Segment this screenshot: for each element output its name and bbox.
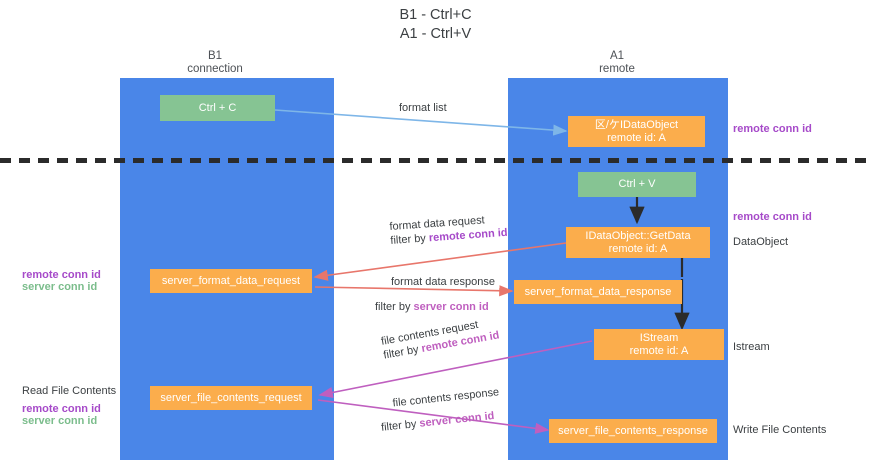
annotation-remote-conn-id-left-2: remote conn id <box>22 403 101 415</box>
edge-label-file-contents-response-group: file contents response filter by server … <box>378 385 502 434</box>
annotation-remote-conn-id-top: remote conn id <box>733 123 812 135</box>
edge-label-file-contents-request-group: file contents request filter by remote c… <box>380 315 500 363</box>
edge-label-format-data-response: format data response <box>391 276 495 288</box>
box-istream[interactable]: IStream remote id: A <box>594 329 724 360</box>
page-title: B1 - Ctrl+C A1 - Ctrl+V <box>399 7 472 42</box>
annotation-read-file-contents: Read File Contents <box>22 385 117 397</box>
filter-key-server-conn-id: server conn id <box>413 301 489 313</box>
box-idataobject[interactable]: 区/ケIDataObject remote id: A <box>568 116 705 147</box>
annotation-server-conn-id-left: server conn id <box>22 281 98 293</box>
box-idataobject-getdata[interactable]: IDataObject::GetData remote id: A <box>566 227 710 258</box>
edge-label-file-contents-response: file contents response <box>392 386 500 410</box>
edge-label-format-data-response-group: format data response filter by server co… <box>375 275 495 314</box>
filter-prefix: filter by <box>390 232 430 247</box>
box-ctrl-c[interactable]: Ctrl + C <box>160 95 275 121</box>
annotation-remote-conn-id-left: remote conn id <box>22 269 101 281</box>
box-server-format-data-response[interactable]: server_format_data_response <box>514 280 682 304</box>
edge-label-file-contents-response-filter: filter by server conn id <box>380 408 502 435</box>
filter-key-remote-conn-id: remote conn id <box>428 226 508 245</box>
edge-label-format-data-response-filter: filter by server conn id <box>375 300 495 314</box>
phase-separator <box>0 158 871 163</box>
box-ctrl-v[interactable]: Ctrl + V <box>578 172 696 197</box>
filter-key-server-conn-id: server conn id <box>418 409 495 430</box>
filter-prefix: filter by <box>375 301 414 313</box>
edge-label-format-data-request-group: format data request filter by remote con… <box>389 212 508 248</box>
annotation-write-file-contents: Write File Contents <box>733 424 827 436</box>
filter-prefix: filter by <box>380 417 421 434</box>
box-server-file-contents-request[interactable]: server_file_contents_request <box>150 386 312 410</box>
edge-label-format-list: format list <box>399 102 447 114</box>
column-header-b1: B1 connection <box>187 50 243 75</box>
annotation-remote-conn-id-mid: remote conn id <box>733 211 812 223</box>
column-header-a1: A1 remote <box>599 50 635 75</box>
annotation-istream: Istream <box>733 341 770 353</box>
box-server-file-contents-response[interactable]: server_file_contents_response <box>549 419 717 443</box>
annotation-server-conn-id-left-2: server conn id <box>22 415 98 427</box>
annotation-dataobject: DataObject <box>733 236 789 248</box>
box-server-format-data-request[interactable]: server_format_data_request <box>150 269 312 293</box>
